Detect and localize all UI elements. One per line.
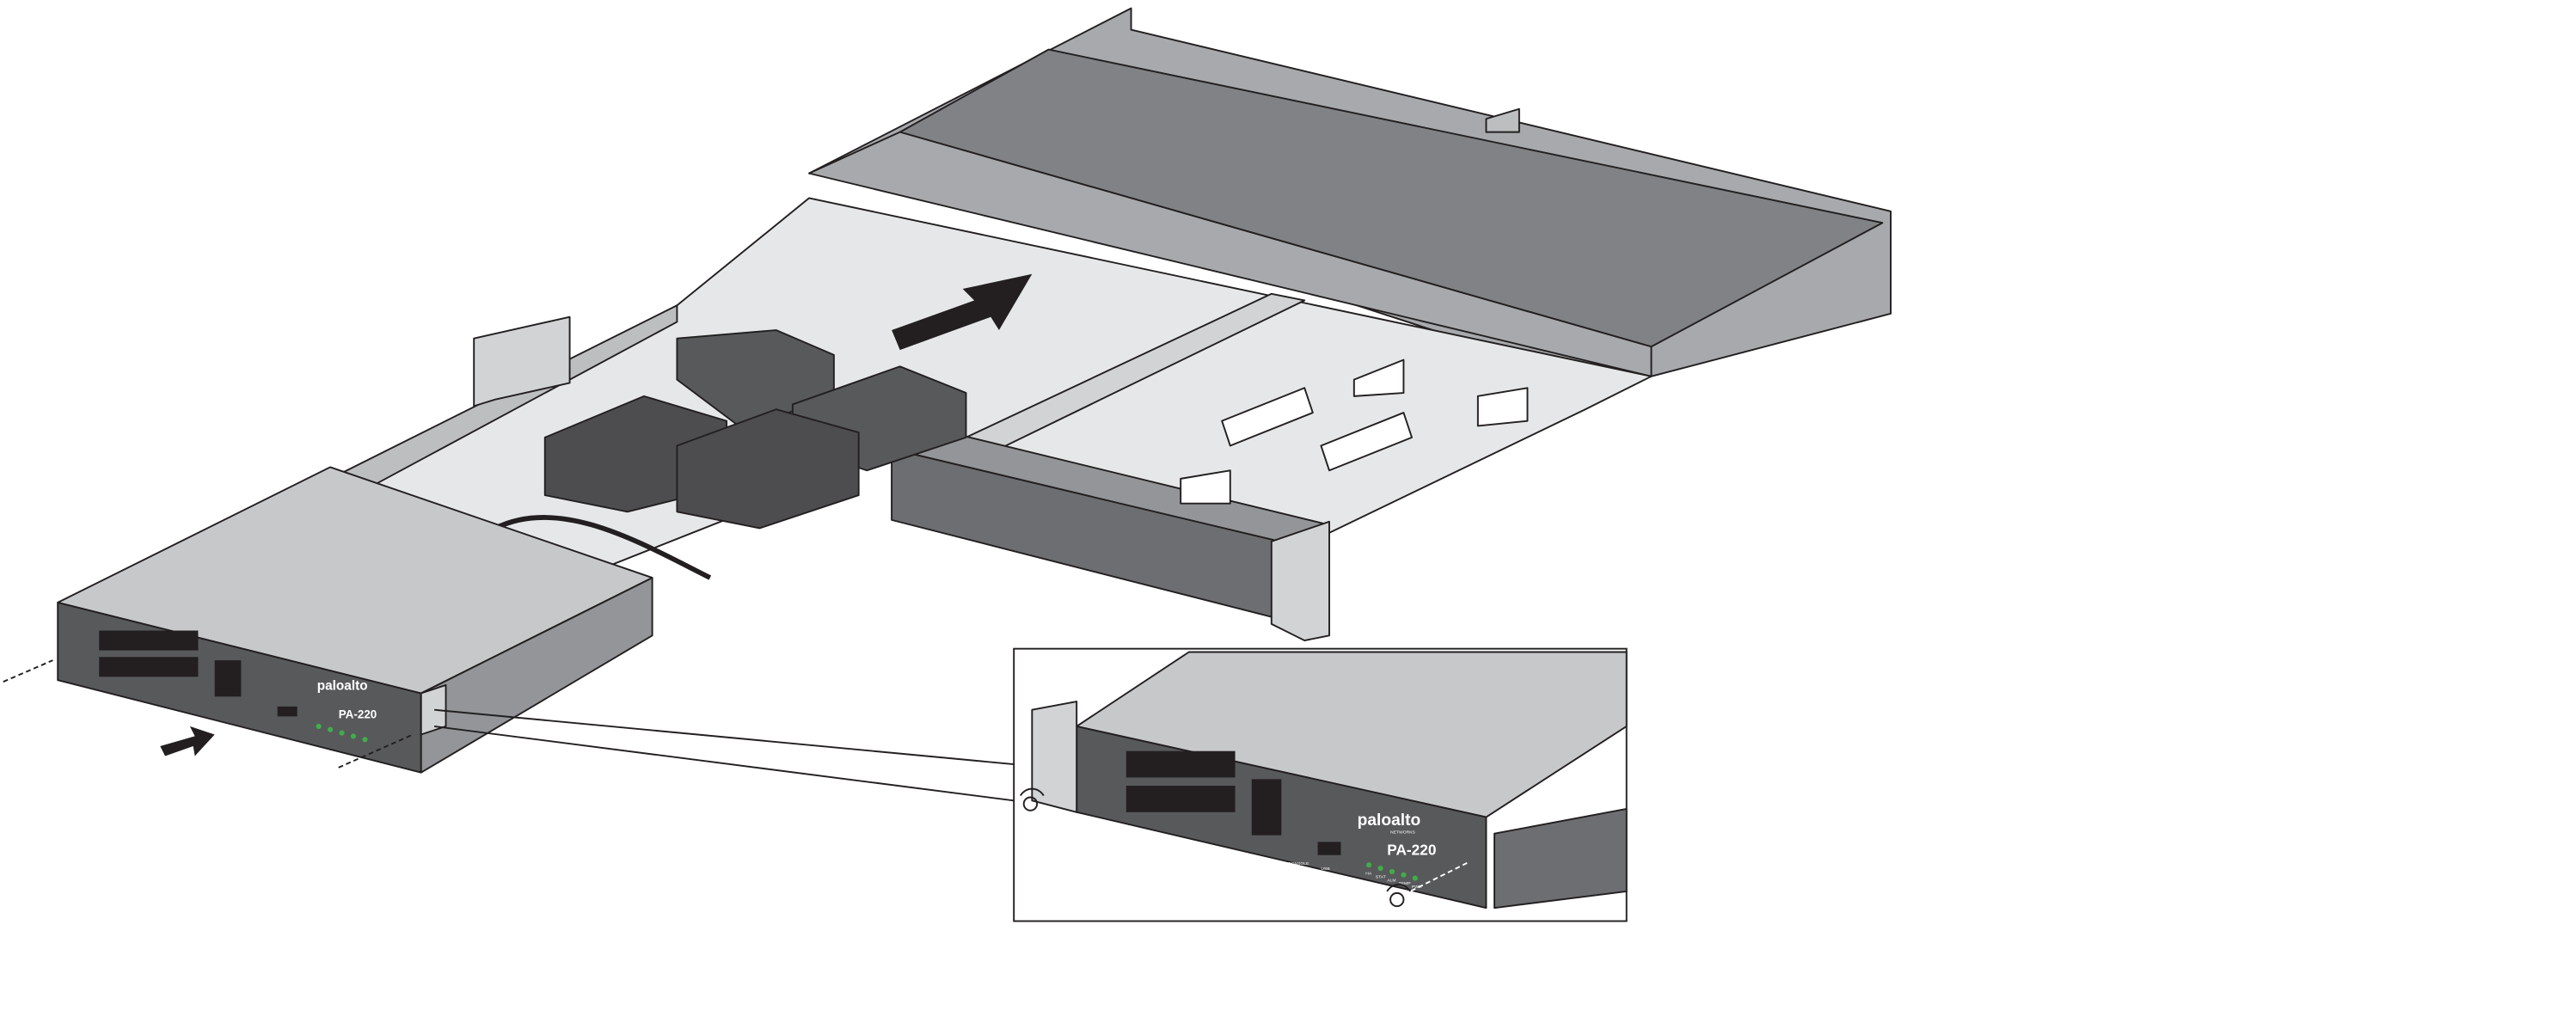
tray-back-ear xyxy=(1485,107,1520,133)
brand-logo: paloalto xyxy=(317,679,368,694)
inset-status-leds xyxy=(1366,862,1418,881)
tray-slots xyxy=(1180,358,1529,505)
screw-guide-line xyxy=(338,733,414,769)
inset-brand-logo: paloalto xyxy=(1358,811,1421,830)
power-adapters xyxy=(494,329,967,580)
led-label-alm: ALM xyxy=(1387,878,1395,883)
callout-line xyxy=(434,708,1015,766)
inset-screw-guide-line xyxy=(1403,860,1470,896)
pa-220-firewall: paloalto PA-220 xyxy=(3,466,653,774)
led-label-stat: STAT xyxy=(1376,875,1386,880)
led-label-ha: HA xyxy=(1365,872,1372,877)
led-label-pwr: PWR xyxy=(1412,885,1422,890)
push-direction-arrow-icon xyxy=(160,726,215,756)
callout-line xyxy=(433,725,1015,802)
label-console: CONSOLE xyxy=(1288,861,1309,867)
usb-port xyxy=(277,706,297,717)
insert-direction-arrow-icon xyxy=(892,273,1033,351)
rack-tray xyxy=(329,7,1892,642)
device-side xyxy=(420,577,653,774)
tray-left-ear xyxy=(473,315,571,407)
tray-right-ear xyxy=(1270,520,1330,642)
ethernet-ports xyxy=(99,630,242,697)
device-ear xyxy=(420,683,447,736)
inset-brand-sub: NETWORKS xyxy=(1390,830,1415,836)
led-label-temp: TEMP xyxy=(1399,881,1412,886)
tray-cover-front xyxy=(808,131,1653,377)
status-leds xyxy=(316,723,368,743)
label-usb: USB xyxy=(1321,867,1330,872)
screw-icon xyxy=(1020,787,1411,908)
model-label: PA-220 xyxy=(339,707,377,720)
detail-inset: paloalto NETWORKS PA-220 CONSOLE USB HA … xyxy=(1013,647,1628,922)
inset-model-label: PA-220 xyxy=(1387,842,1436,859)
screw-guide-line xyxy=(3,659,53,683)
